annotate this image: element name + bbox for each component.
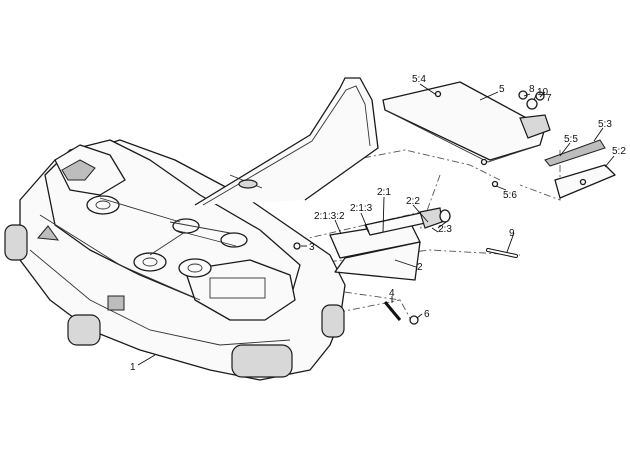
pivot-pin — [486, 248, 518, 258]
callout-2: 2 — [417, 262, 423, 273]
callout-7: 7 — [546, 93, 552, 104]
callout-5-4: 5:4 — [412, 74, 426, 85]
callout-4: 4 — [389, 288, 395, 299]
hardware — [293, 90, 545, 325]
callout-3: 3 — [309, 242, 315, 253]
mower-deck — [4, 139, 346, 381]
callout-5-5: 5:5 — [564, 134, 578, 145]
callout-2-1-3-2: 2:1:3:2 — [314, 211, 345, 222]
callout-5-6: 5:6 — [503, 190, 517, 201]
callout-2-3: 2:3 — [438, 224, 452, 235]
handle-bar — [194, 77, 379, 206]
callout-labels: 1 2 2:1 2:1:3 2:1:3:2 2:2 2:3 3 4 5 5:2 … — [130, 74, 626, 373]
side-brackets — [544, 139, 616, 199]
mounting-bracket — [329, 207, 451, 281]
callout-10: 10 — [537, 87, 549, 98]
callout-1: 1 — [130, 362, 136, 373]
callout-2-2: 2:2 — [406, 196, 420, 207]
callout-5-3: 5:3 — [598, 119, 612, 130]
cover-plate — [382, 81, 551, 166]
callout-5-2: 5:2 — [612, 146, 626, 157]
callout-9: 9 — [509, 228, 515, 239]
callout-2-1-3: 2:1:3 — [350, 203, 373, 214]
callout-5: 5 — [499, 84, 505, 95]
callout-6: 6 — [424, 309, 430, 320]
callout-2-1: 2:1 — [377, 187, 391, 198]
callout-8: 8 — [529, 84, 535, 95]
leader-lines — [137, 83, 615, 366]
